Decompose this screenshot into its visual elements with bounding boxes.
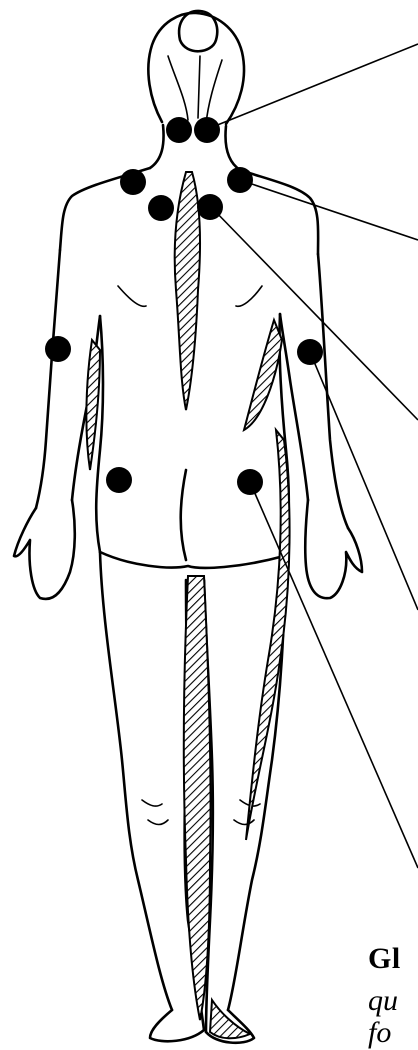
tender-point-neck-right xyxy=(194,117,220,143)
left-foot xyxy=(150,1010,204,1041)
left-knee-lines xyxy=(142,800,168,825)
right-hand xyxy=(305,500,362,598)
tender-point-elbow-right xyxy=(297,339,323,365)
tender-point-shoulder-right xyxy=(227,167,253,193)
tender-point-upper-back-left xyxy=(148,195,174,221)
tender-point-shoulder-left xyxy=(120,169,146,195)
tender-point-hip-left xyxy=(106,467,132,493)
tender-point-hip-right xyxy=(237,469,263,495)
leader-line-upper-back xyxy=(212,208,418,420)
left-hand xyxy=(14,500,75,599)
caption-title: Gl xyxy=(368,942,418,976)
shaded-regions xyxy=(86,172,289,1038)
left-leg-outer xyxy=(100,552,172,1010)
neck-right xyxy=(226,126,240,170)
neck-left xyxy=(150,125,164,168)
tender-point-neck-left xyxy=(166,117,192,143)
inner-leg-shading xyxy=(184,576,211,1020)
hair-lines xyxy=(168,56,222,124)
right-flank-shading xyxy=(244,320,282,430)
hair-bun xyxy=(179,11,217,51)
tender-point-upper-back-right xyxy=(197,194,223,220)
leader-line-shoulder xyxy=(240,180,418,240)
spine-shading xyxy=(175,172,200,410)
caption-line: fo xyxy=(368,1016,418,1050)
tender-point-elbow-left xyxy=(45,336,71,362)
left-arm-outer xyxy=(36,250,60,508)
caption-line: qu xyxy=(368,984,418,1018)
left-flank-shading xyxy=(86,340,100,470)
right-arm-outer xyxy=(318,254,348,528)
leader-line-elbow xyxy=(310,352,418,610)
buttocks-crease xyxy=(181,470,186,560)
buttocks xyxy=(100,552,284,568)
head-outline xyxy=(148,13,244,124)
